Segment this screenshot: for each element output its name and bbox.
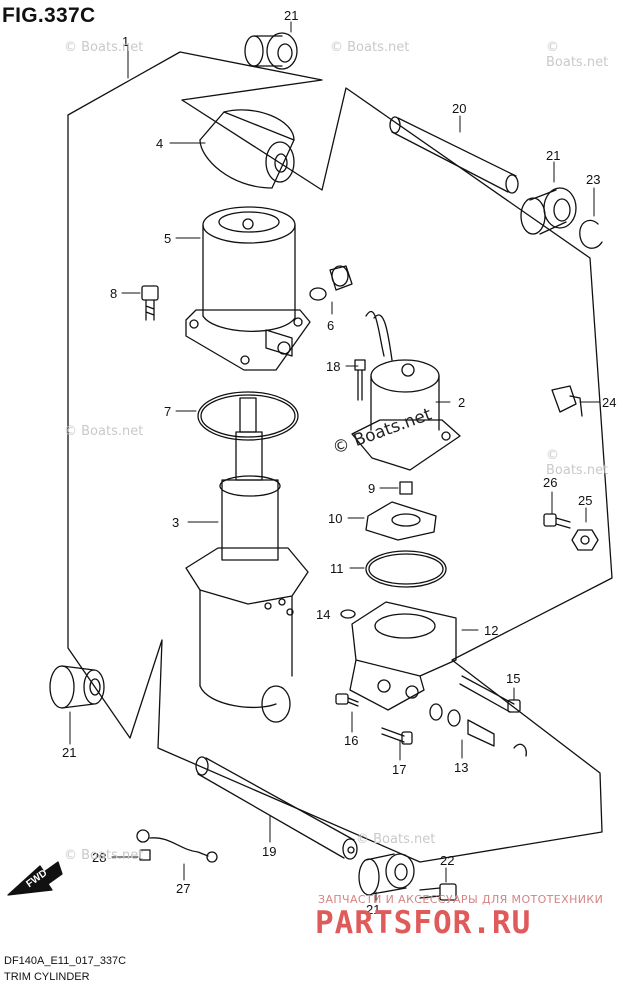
callout-26: 26 [543, 475, 557, 490]
part-16-bolt [335, 693, 359, 707]
part-21-bushing-top [244, 32, 298, 70]
watermark: © Boats.net [64, 40, 144, 55]
callout-20: 20 [452, 101, 466, 116]
watermark: © Boats.net [546, 40, 609, 70]
part-12-manifold [349, 601, 457, 711]
watermark: © Boats.net [64, 848, 144, 863]
callout-14: 14 [316, 607, 330, 622]
callout-28: 28 [92, 850, 106, 865]
part-21-bushing-bottom [358, 853, 415, 896]
part-26-bolt [543, 513, 571, 529]
part-21-bushing-left [49, 665, 105, 709]
part-27-bonding-wire [136, 829, 218, 863]
figure-caption: TRIM CYLINDER [4, 971, 90, 983]
callout-18: 18 [326, 359, 340, 374]
part-23-snap-ring [579, 219, 603, 249]
callout-8: 8 [110, 286, 117, 301]
part-18-screw [354, 359, 366, 401]
callout-10: 10 [328, 511, 342, 526]
callout-23: 23 [586, 172, 600, 187]
callout-9: 9 [368, 481, 375, 496]
part-28-screw [139, 849, 151, 861]
callouts: 1 21 4 20 21 23 5 8 6 18 2 7 24 9 26 25 … [62, 8, 616, 917]
part-24-clip [551, 385, 583, 417]
callout-11: 11 [330, 561, 344, 576]
part-7-o-ring [197, 391, 299, 441]
part-13-valve [429, 703, 527, 757]
brand-logo: PARTSFOR.RU [315, 905, 532, 941]
part-22-bolt [419, 883, 457, 901]
callout-6: 6 [327, 318, 334, 333]
callout-15: 15 [506, 671, 520, 686]
part-15-bolt [459, 675, 521, 713]
callout-21-left: 21 [62, 745, 76, 760]
callout-1: 1 [122, 34, 129, 49]
callout-21-top: 21 [284, 8, 298, 23]
part-17-bolt [381, 727, 413, 745]
callout-21-bottom: 21 [366, 902, 380, 917]
part-2-motor-unit [351, 310, 461, 471]
assembly-outline [67, 51, 613, 863]
part-25-nut [571, 529, 599, 551]
watermark: © Boats.net [356, 832, 436, 847]
watermark: © Boats.net [330, 40, 410, 55]
fwd-arrow-icon: FWD [7, 861, 63, 896]
callout-16: 16 [344, 733, 358, 748]
callout-25: 25 [578, 493, 592, 508]
part-20-shaft [389, 116, 519, 194]
brand-tagline: ЗАПЧАСТИ И АКСЕССУАРЫ ДЛЯ МОТОТЕХНИКИ [318, 893, 604, 906]
callout-5: 5 [164, 231, 171, 246]
part-14-small-o-ring [340, 609, 356, 619]
callout-27: 27 [176, 881, 190, 896]
watermark: © Boats.net [64, 424, 144, 439]
part-6-fitting [309, 265, 353, 301]
callout-17: 17 [392, 762, 406, 777]
callout-22: 22 [440, 853, 454, 868]
callout-24: 24 [602, 395, 616, 410]
part-11-o-ring [365, 550, 447, 588]
model-code: DF140A_E11_017_337C [4, 955, 127, 967]
callout-19: 19 [262, 844, 276, 859]
part-5-motor [185, 206, 311, 371]
callout-12: 12 [484, 623, 498, 638]
watermark: © Boats.net [546, 448, 609, 478]
part-10-plate [365, 501, 437, 541]
part-8-bolt [141, 285, 159, 321]
figure-title: FIG.337C [2, 4, 96, 27]
callout-21-right: 21 [546, 148, 560, 163]
callout-2: 2 [458, 395, 465, 410]
part-9-valve [399, 481, 413, 495]
part-3-cylinder [185, 397, 309, 723]
part-21-bushing-right [520, 187, 577, 235]
part-4-sleeve [199, 109, 295, 189]
callout-13: 13 [454, 760, 468, 775]
leader-lines [69, 21, 601, 903]
part-19-shaft [195, 756, 358, 860]
callout-7: 7 [164, 404, 171, 419]
callout-4: 4 [156, 136, 163, 151]
callout-3: 3 [172, 515, 179, 530]
